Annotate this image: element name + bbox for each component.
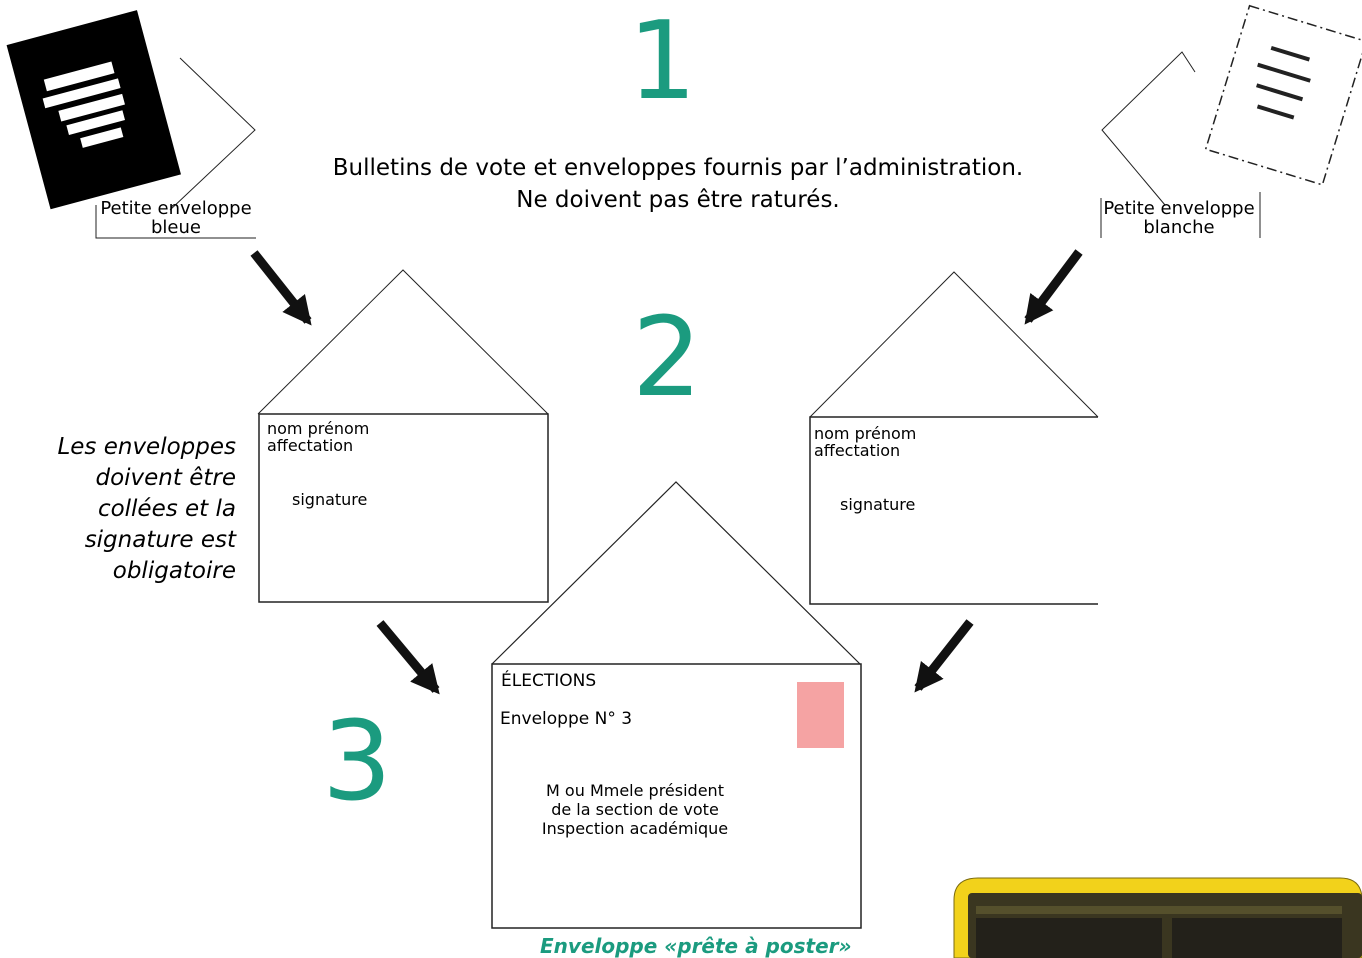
ballot-paper-icon: [1204, 4, 1362, 186]
label-line: Petite enveloppe: [1103, 198, 1255, 219]
inner-envelope-left: [257, 269, 549, 603]
envelope-flap: [809, 271, 1099, 418]
step-number-3: 3: [322, 697, 392, 825]
arrow-icon: [914, 619, 974, 693]
intro-line: Ne doivent pas être raturés.: [516, 187, 840, 213]
stamp-icon: [797, 682, 844, 748]
ready-to-post-caption: Enveloppe «prête à poster»: [540, 934, 852, 958]
step-number-2: 2: [632, 293, 702, 421]
white-envelope-label: Petite enveloppe blanche: [1100, 199, 1258, 237]
note-line: Les enveloppes: [57, 434, 236, 460]
address-line: Inspection académique: [541, 819, 729, 838]
side-note: Les enveloppes doivent être collées et l…: [20, 432, 236, 587]
signature-field-label: signature: [292, 490, 368, 509]
signature-field-label: signature: [840, 495, 916, 514]
note-line: collées et la: [97, 496, 236, 522]
note-line: doivent être: [95, 465, 236, 491]
inner-envelope-left-text: nom prénom affectation: [267, 420, 369, 454]
envelope-flap: [491, 481, 861, 665]
arrow-icon: [376, 620, 440, 695]
label-line: blanche: [1143, 217, 1215, 238]
name-field-label: nom prénom: [267, 419, 370, 438]
blue-envelope-label: Petite enveloppe bleue: [97, 199, 255, 237]
name-field-label: nom prénom: [814, 424, 917, 443]
blue-envelope-flap: [169, 57, 256, 211]
inner-envelope-right: [809, 271, 1099, 605]
outer-envelope-title: ÉLECTIONS: [501, 671, 597, 691]
white-envelope-group: [1100, 4, 1362, 238]
arrow-icon: [1024, 249, 1083, 325]
outer-envelope: [491, 481, 862, 929]
intro-line: Bulletins de vote et enveloppes fournis …: [332, 155, 1024, 181]
outer-envelope-number: Enveloppe N° 3: [500, 709, 633, 729]
label-line: Petite enveloppe: [100, 198, 252, 219]
assignment-field-label: affectation: [814, 441, 901, 460]
note-line: signature est: [84, 527, 236, 553]
note-line: obligatoire: [112, 558, 236, 584]
blue-envelope-label-box: [95, 205, 256, 239]
ballot-paper-icon: [6, 10, 181, 210]
envelope-flap: [257, 269, 549, 415]
envelope-body: [809, 416, 1098, 605]
outer-envelope-address: M ou Mmele président de la section de vo…: [520, 781, 750, 838]
assignment-field-label: affectation: [267, 436, 354, 455]
white-envelope-flap: [1101, 51, 1196, 206]
intro-text: Bulletins de vote et enveloppes fournis …: [300, 152, 1056, 216]
label-line: bleue: [151, 217, 201, 238]
inner-envelope-right-text: nom prénom affectation: [814, 425, 916, 459]
mailbox-icon: [953, 877, 1362, 958]
address-line: M ou Mmele président: [546, 781, 724, 800]
arrow-icon: [250, 250, 312, 326]
address-line: de la section de vote: [551, 800, 719, 819]
step-number-1: 1: [628, 0, 697, 124]
envelope-body: [491, 663, 862, 929]
envelope-body: [258, 413, 549, 603]
blue-envelope-group: [6, 10, 256, 239]
